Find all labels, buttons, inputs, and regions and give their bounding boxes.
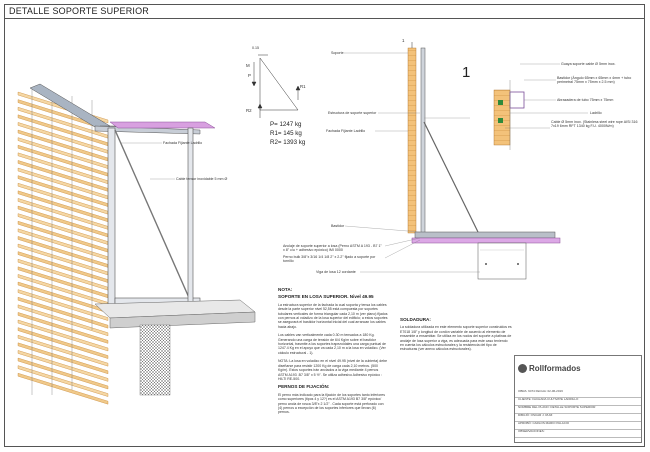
brick-louver (17, 167, 109, 200)
detail-number: 1 (462, 64, 471, 81)
brick-louver (17, 137, 109, 169)
brick-louver (17, 251, 109, 283)
brick-louver (17, 198, 109, 230)
section-anclaje-label: Anclaje de soporte superior a losa (Pern… (283, 244, 382, 253)
brick-louver (17, 190, 109, 223)
brick-louver (17, 357, 109, 390)
brick-louver (17, 228, 109, 261)
brick-louver (17, 312, 109, 344)
sheet-border (4, 4, 645, 447)
brick-louver (17, 152, 109, 185)
brick-louver (17, 182, 109, 215)
fijacion-title: PERNOS DE FIJACIÓN: (278, 384, 330, 390)
brick-louver (17, 129, 109, 162)
brick-louver (17, 144, 109, 177)
title-block-divider (515, 437, 641, 438)
brick-louver (17, 342, 109, 375)
roof-slab (94, 299, 256, 329)
brick-louvers (17, 91, 109, 405)
brick-louver (17, 327, 109, 359)
detail-abrazadera-label: Abrazadera de tubo 75mm x 75mm (557, 98, 614, 102)
statics-p-label: P (248, 73, 251, 78)
brick-louver (17, 304, 109, 337)
brick-louver (17, 319, 109, 352)
section-bastidor-label: Bastidor (331, 224, 345, 228)
title-block-row: APROBÓ: CARLOS MARIO PALACIO (518, 421, 570, 425)
title-block-row: CLIENTE: FACHADA CULTIVATE LADRILLO (518, 397, 579, 401)
brick-louver (17, 266, 109, 299)
brick-louver (17, 236, 109, 268)
statics-r1-value: R1= 145 kg (270, 130, 302, 137)
statics-r1-label: R1 (300, 84, 306, 89)
brick-louver (17, 334, 109, 367)
support-post (107, 127, 201, 314)
fijacion-paragraph: El perno más indicado para la fijación d… (278, 392, 386, 415)
nota1-paragraph-2: Los cables van verticalmente cada 0.30 m… (278, 333, 386, 355)
brick-louver (17, 122, 109, 154)
sheet-title: DETALLE SOPORTE SUPERIOR (9, 6, 150, 16)
brick-louver (17, 175, 109, 207)
brick-louver (17, 372, 109, 405)
title-bar (4, 4, 645, 19)
section-marker-number: 1 (402, 38, 405, 43)
iso-fachada-label: Fachada Fijiante Ladrillo (163, 141, 203, 145)
detail-cable-label: Cable Ø 5mm inox. (Stainless steel wire … (551, 120, 638, 129)
brick-louver (17, 281, 109, 314)
section-viga-label: Viga de losa 12 cordante (316, 270, 356, 274)
mesh-panel (139, 324, 171, 396)
detail-ladrillo-label: Ladrillo (590, 111, 602, 115)
section-perno-label: Perno bulk 3/8"x 3/16 1/4 1/8 2" x 2.2" … (283, 255, 376, 264)
brick-louver (17, 220, 109, 253)
brick-louver (17, 289, 109, 321)
nota1-title: NOTA: (278, 287, 293, 292)
statics-diagram (251, 54, 301, 118)
detail-1 (493, 63, 588, 150)
statics-p-value: P= 1247 kg (270, 121, 302, 128)
title-block-row: OBRA: 9474 FECHA: 02-06-2016 (518, 389, 563, 393)
brick-louver (17, 243, 109, 276)
soldadura-block: SOLDADURA: La soldadura utilizada en est… (400, 317, 512, 352)
title-block-divider (515, 421, 641, 422)
logo-icon (518, 364, 527, 373)
brick-louver (17, 160, 109, 192)
title-block-divider (515, 413, 641, 414)
notes-block: NOTA: SOPORTE EN LOSA SUPERIOR. Nivel 49… (278, 287, 388, 415)
iso-cable-label: Cable tensor inoxidable 5 mm Ø (176, 177, 228, 181)
title-block-divider (515, 405, 641, 406)
vertical-cables (31, 88, 93, 395)
detail-guaya-label: Guaya soporte cable Ø 5mm inox. (561, 62, 616, 66)
title-block-divider (515, 429, 641, 430)
nota1-paragraph-1: La estructura superior de la fachada la … (278, 302, 388, 329)
statics-dimension: 0.15 (252, 46, 259, 50)
nota1-paragraph-3: NOTA: La losa en voladizo en el nivel 49… (278, 359, 388, 381)
brick-louver (17, 296, 109, 329)
section-estructura-label: Estructura de soporte superior (328, 111, 377, 115)
brick-louver (17, 274, 109, 306)
isometric-facade (17, 83, 256, 405)
section-fachada-label: Fachada Fijiante Ladrillo (326, 129, 366, 133)
nota1-subtitle: SOPORTE EN LOSA SUPERIOR. Nivel 49.95 (278, 294, 374, 300)
brick-louver (17, 205, 109, 238)
detail-bastidor-label: Bastidor (Ángulo 65mm x 65mm x 4mm + tub… (557, 76, 632, 85)
company-logo: Rollformados (529, 364, 581, 373)
brick-louver (17, 258, 109, 291)
title-block-divider (515, 397, 641, 398)
title-block-row: NOMBRE DEL PLANO: DETALLE SOPORTE SUPERI… (518, 405, 596, 409)
title-block-row: OBSERVACIONES: (518, 429, 545, 433)
brick-louver (17, 365, 109, 397)
statics-m-label: M (246, 63, 250, 68)
section-view (344, 42, 561, 280)
brick-louver (17, 213, 109, 245)
top-frame (29, 83, 216, 135)
section-soporte-label: Soporte (331, 51, 344, 55)
brick-louver (17, 350, 109, 382)
soldadura-title: SOLDADURA: (400, 317, 431, 322)
statics-r2-value: R2= 1393 kg (270, 139, 306, 146)
statics-r2-label: R2 (246, 108, 252, 113)
soldadura-paragraph: La soldadura utilizada en este elemento … (400, 325, 512, 352)
title-block: Rollformados OBRA: 9474 FECHA: 02-06-201… (514, 355, 642, 443)
title-block-row: DIBUJÓ: OSCAR J. RUIZ (518, 413, 553, 417)
